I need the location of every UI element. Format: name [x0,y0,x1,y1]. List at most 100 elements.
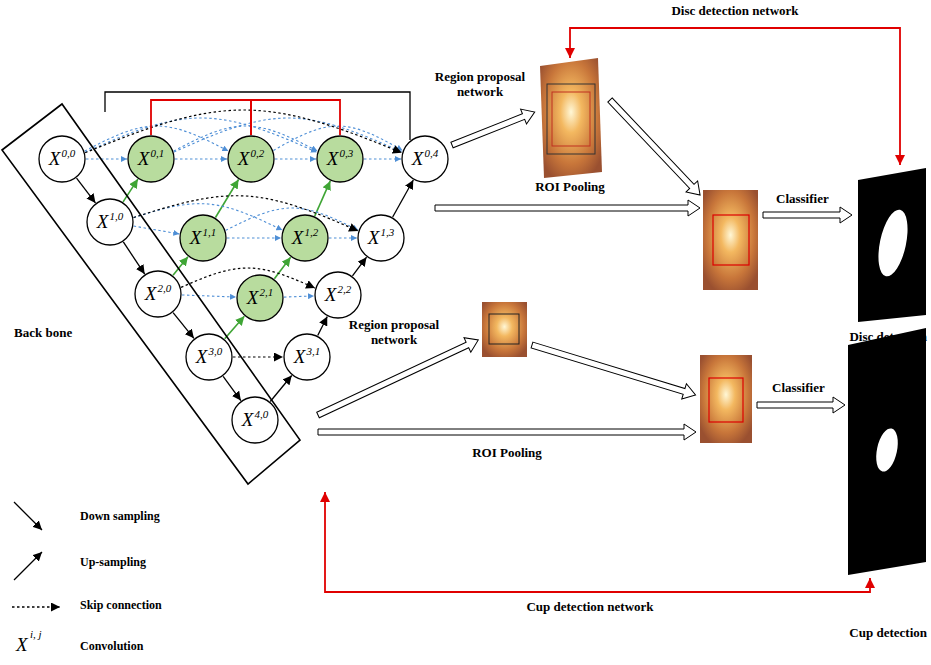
convolution-node: X1,2 [281,214,329,262]
node-text: X2,0 [134,270,182,318]
convolution-node: X1,3 [357,214,405,262]
node-symbol: X [412,148,424,169]
node-text: X1,2 [281,214,329,262]
fundus-crop [482,302,527,357]
node-symbol: X [327,148,339,169]
network-title: Disc detection network [671,4,798,19]
node-text: X0,2 [238,149,264,169]
legend-sample [12,606,60,607]
convolution-node: X0,2 [227,135,275,183]
node-index: 1,3 [380,226,394,238]
node-circle [401,135,449,183]
skip-connection [134,226,180,234]
node-index: 0,0 [61,147,75,159]
node-symbol: X [238,148,250,169]
node-index: 0,2 [250,147,264,159]
up-sampling-arrow [274,257,290,279]
node-circle [315,272,361,318]
node-circle [38,135,86,183]
node-circle [357,214,405,262]
legend-text: Down sampling [80,510,160,523]
node-index: 0,1 [150,147,164,159]
node-text: X1,3 [368,228,394,248]
legend-text: Up-sampling [80,556,146,569]
legend-text: Skip connection [80,599,162,612]
skip-connection [284,296,314,297]
node-symbol: X [242,409,254,430]
down-sampling-arrow [173,313,194,339]
up-sampling-arrow [215,180,238,218]
convolution-node: X2,2 [314,271,362,319]
convolution-node: X0,1 [127,135,175,183]
output-label: Disc detection [849,330,927,345]
skip-connection [364,158,401,159]
up-sampling-arrow [123,179,138,202]
backbone-label: Back bone [14,326,72,341]
node-text: X0,4 [401,135,449,183]
node-text: X3,0 [196,347,222,367]
convolution-node: X0,3 [316,135,364,183]
node-text: X0,2 [227,135,275,183]
node-circle [314,271,362,319]
up-sampling-arrow [352,257,366,276]
output-label: Cup detection [849,626,927,641]
convolution-node: X1,0 [86,198,134,246]
node-symbol: X [138,148,150,169]
node-text: X1,2 [292,228,318,248]
node-text: X2,0 [145,284,171,304]
node-circle [86,198,134,246]
disc-mask [858,168,926,322]
convolution-node: X3,1 [283,333,331,381]
legend-sample [14,502,42,530]
network-title: Cup detection network [526,600,653,615]
legend-text: Convolution [80,640,143,653]
frame-line [105,92,410,140]
fundus-crop [703,190,758,290]
down-sampling-arrow [123,242,144,274]
node-circle [284,334,330,380]
node-circle [180,215,226,261]
node-circle [186,334,232,380]
node-text: X0,0 [38,135,86,183]
node-text: X0,1 [127,135,175,183]
down-sampling-arrow [77,178,96,203]
node-index: 2,0 [157,282,171,294]
connectors [77,100,414,401]
node-circle [39,136,85,182]
node-symbol: X [292,227,304,248]
up-sampling-arrow [270,376,291,402]
node-text: X4,0 [242,410,268,430]
node-index: 3,1 [306,345,320,357]
node-symbol: X [196,346,208,367]
node-text: X1,1 [190,228,216,248]
node-index: 2,1 [259,286,273,298]
node-text: X2,2 [325,285,351,305]
convolution-node: X2,0 [134,270,182,318]
convolution-node: X2,1 [236,274,284,322]
node-circle [128,136,174,182]
stage-label: ROI Pooling [472,446,542,461]
skip-connection [227,237,281,238]
skip-connection [329,237,357,238]
node-symbol: X [325,284,337,305]
node-text: X0,3 [327,149,353,169]
cup-mask [848,328,926,575]
node-circle [232,397,278,443]
node-index: 1,0 [109,210,123,222]
node-circle [281,214,329,262]
up-sampling-arrow [393,180,414,217]
node-index: 3,0 [208,345,222,357]
up-sampling-arrow [225,316,245,339]
network-bracket [325,492,870,592]
node-text: X3,1 [283,333,331,381]
node-symbol: X [97,211,109,232]
node-circle [316,135,364,183]
node-circle [231,396,279,444]
node-circle [236,274,284,322]
node-symbol: X [247,287,259,308]
node-symbol: X [294,346,306,367]
node-text: X1,1 [179,214,227,262]
node-circle [134,270,182,318]
up-sampling-arrow [318,316,328,335]
node-text: X0,0 [49,149,75,169]
